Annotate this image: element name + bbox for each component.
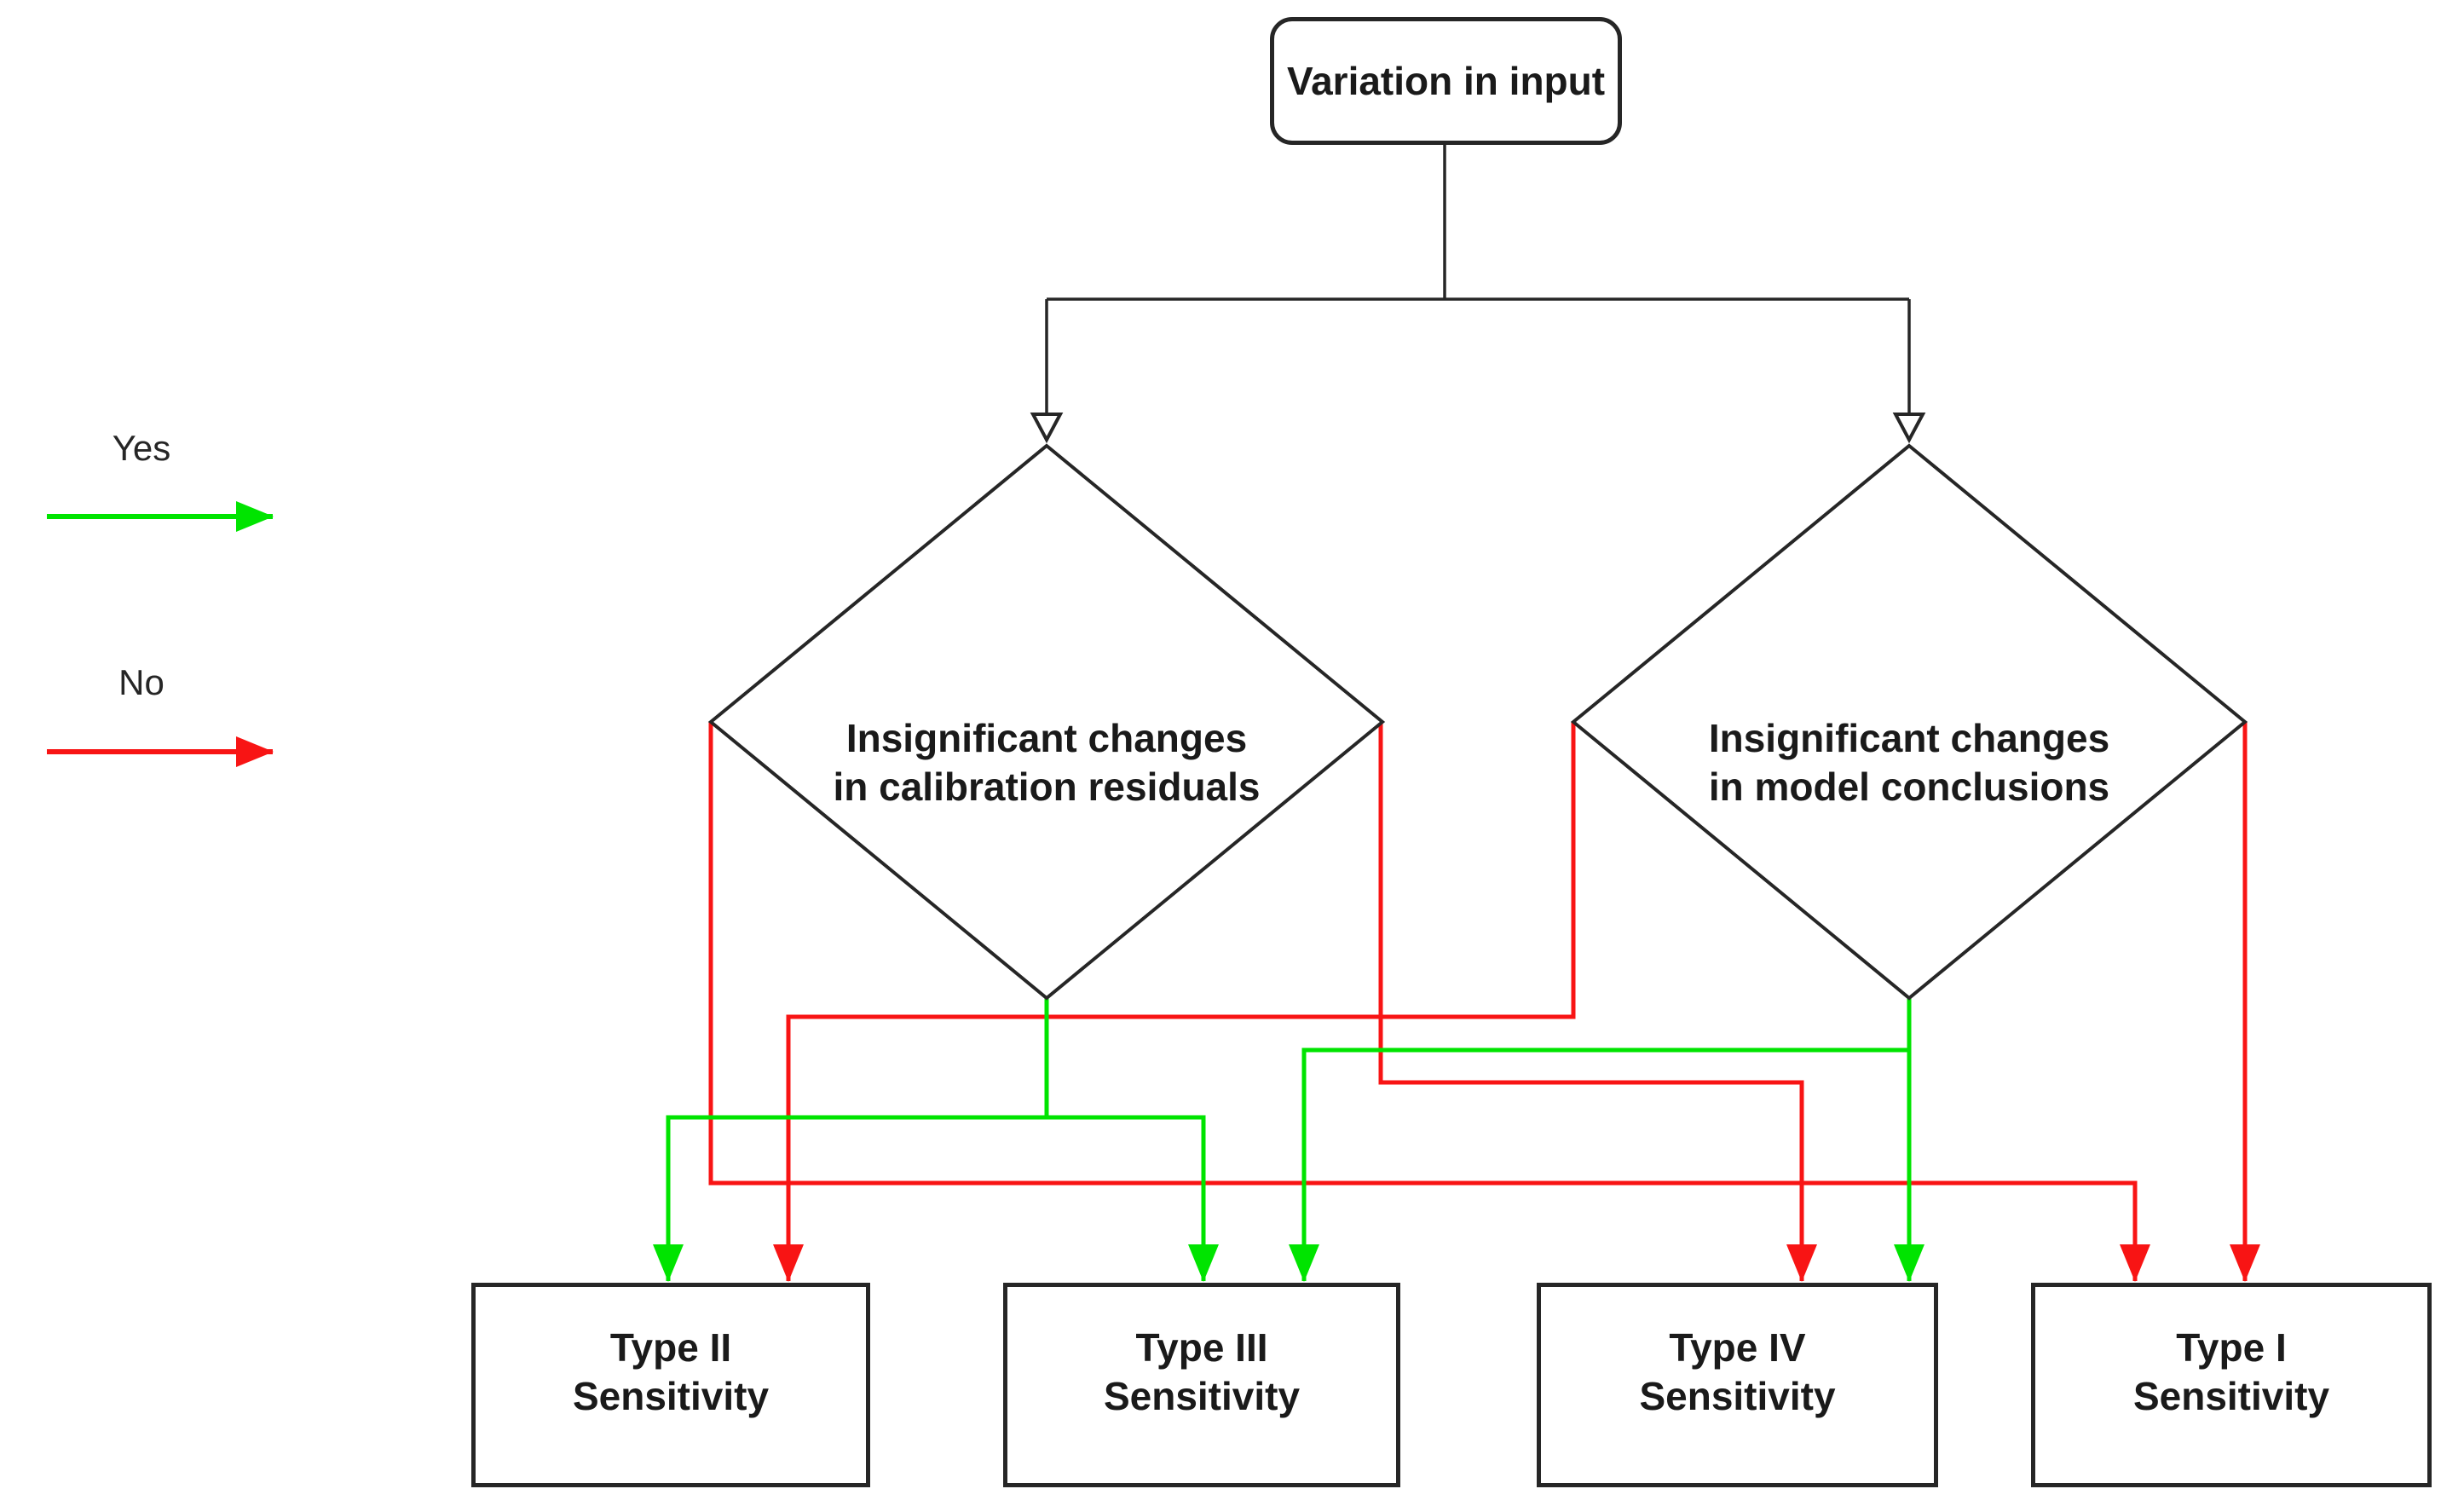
node-type-iii-sensitivity: Type III Sensitivity [1003,1283,1400,1487]
connector-calibration-no-to-type4 [1378,722,1817,1282]
node-type-iv-sensitivity: Type IV Sensitivity [1537,1283,1938,1487]
legend-no-label: No [118,662,164,702]
connector-calibration-yes-to-type3 [1047,1115,1219,1282]
yes-connectors [653,998,1924,1282]
node-type-i-line2: Sensitivity [2132,1374,2330,1418]
decision-model-diamond [1570,443,2248,1001]
connector-model-no-to-type2 [773,722,1576,1282]
node-type-iii-line1: Type III [1135,1325,1268,1370]
node-type-iii-line2: Sensitivity [1103,1374,1301,1418]
node-type-i-line1: Type I [2176,1325,2287,1370]
decision-calibration-diamond [707,443,1386,1001]
node-type-ii-line1: Type II [609,1325,732,1370]
connector-model-yes-to-type3 [1289,1047,1909,1282]
node-type-ii-sensitivity: Type II Sensitivity [471,1283,870,1487]
connector-calibration-yes-to-type2 [653,1115,1047,1282]
node-variation-in-input: Variation in input [1270,17,1622,145]
no-connectors [708,722,2260,1282]
node-type-iv-line2: Sensitivity [1639,1374,1836,1418]
node-variation-in-input-label: Variation in input [1286,58,1606,103]
node-type-ii-line2: Sensitivity [572,1374,770,1418]
legend-yes-label: Yes [112,428,171,468]
node-type-iv-line1: Type IV [1669,1325,1806,1370]
connector-calibration-no-to-type1 [708,722,2150,1282]
node-type-i-sensitivity: Type I Sensitivity [2031,1283,2432,1487]
